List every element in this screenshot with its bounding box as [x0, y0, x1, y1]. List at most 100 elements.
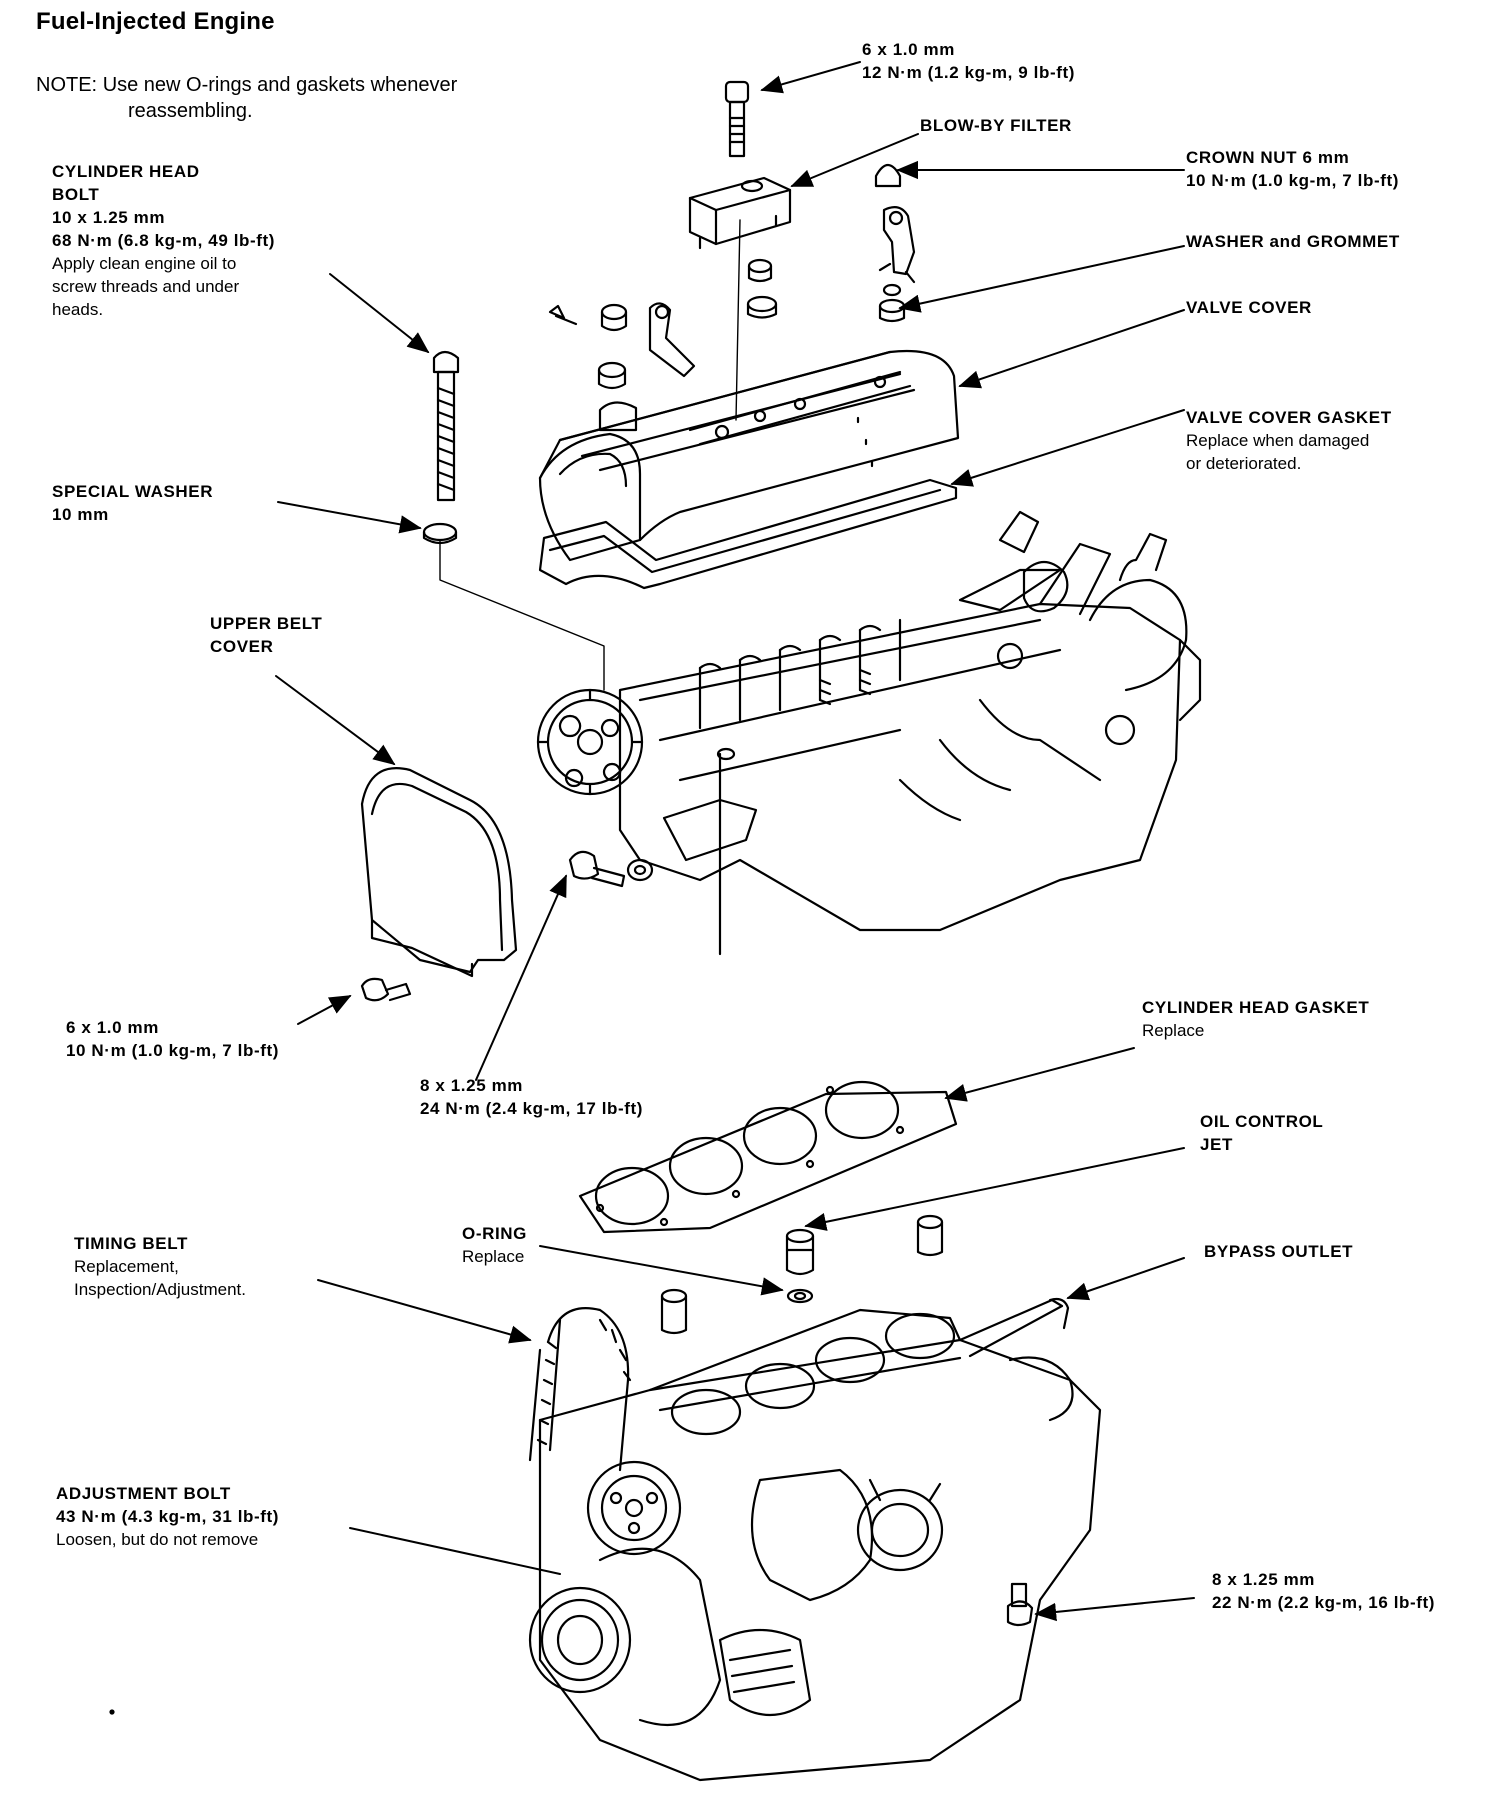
part-name: OIL CONTROL	[1200, 1112, 1324, 1131]
torque: 10 N·m (1.0 kg-m, 7 lb-ft)	[1186, 171, 1400, 190]
arrow-washer-grommet	[898, 245, 1185, 313]
note: NOTE: Use new O-rings and gaskets whenev…	[36, 72, 457, 124]
part-name: TIMING BELT	[74, 1234, 188, 1253]
arrow-valve-cover	[958, 309, 1185, 389]
spec: 8 x 1.25 mm	[1212, 1570, 1315, 1589]
cylinder-head-bolt-part	[432, 350, 460, 502]
part-name: CROWN NUT 6 mm	[1186, 148, 1350, 167]
arrow-belt-cover-bolt	[297, 995, 352, 1025]
note-prefix: NOTE:	[36, 74, 98, 96]
belt-cover-bolt-part	[360, 977, 412, 1002]
note-line: Replace	[462, 1247, 525, 1266]
alignment-line-filter	[735, 219, 741, 421]
part-name: UPPER BELT	[210, 614, 323, 633]
arrow-valve-cover-gasket	[950, 409, 1185, 487]
grommets-left-part	[548, 258, 778, 390]
part-name: CYLINDER HEAD GASKET	[1142, 998, 1370, 1017]
callout-washer-grommet: WASHER and GROMMET	[1186, 230, 1400, 253]
note-line: Inspection/Adjustment.	[74, 1280, 246, 1299]
spec: 10 x 1.25 mm	[52, 208, 166, 227]
callout-special-washer: SPECIAL WASHER 10 mm	[52, 480, 213, 526]
part-name: ADJUSTMENT BOLT	[56, 1484, 231, 1503]
callout-cylinder-head-gasket: CYLINDER HEAD GASKET Replace	[1142, 996, 1369, 1042]
callout-blow-by-filter: BLOW-BY FILTER	[920, 114, 1072, 137]
note-line: Apply clean engine oil to	[52, 254, 237, 273]
note-line1: Use new O-rings and gaskets whenever	[102, 74, 458, 96]
crown-nut-part	[874, 163, 902, 188]
torque: 24 N·m (2.4 kg-m, 17 lb-ft)	[420, 1099, 644, 1118]
part-name: JET	[1200, 1135, 1233, 1154]
valve-cover-bolt-part	[724, 80, 750, 158]
callout-valve-cover: VALVE COVER	[1186, 296, 1312, 319]
arrow-cylinder-head-gasket	[944, 1047, 1135, 1102]
torque: 10 N·m (1.0 kg-m, 7 lb-ft)	[66, 1041, 280, 1060]
dowel-pins-part	[660, 1214, 944, 1335]
spec: 6 x 1.0 mm	[862, 40, 955, 59]
part-name: COVER	[210, 637, 274, 656]
arrow-special-washer	[277, 501, 422, 534]
oil-control-jet-part	[785, 1228, 815, 1276]
o-ring-part	[786, 1288, 814, 1304]
note-line: Replacement,	[74, 1257, 179, 1276]
spec: 8 x 1.25 mm	[420, 1076, 523, 1095]
arrow-head-bolt-8	[475, 874, 567, 1081]
leader-lines	[275, 61, 1195, 1622]
cylinder-head-gasket-part	[578, 1080, 958, 1234]
note-line: Loosen, but do not remove	[56, 1530, 259, 1549]
scan-speck	[109, 1709, 115, 1715]
arrow-valve-cover-bolt	[760, 61, 861, 94]
blow-by-filter-part	[688, 176, 792, 250]
arrow-blow-by-filter	[790, 133, 919, 187]
callout-cylinder-head-bolt: CYLINDER HEAD BOLT 10 x 1.25 mm 68 N·m (…	[52, 160, 275, 321]
callout-valve-cover-gasket: VALVE COVER GASKET Replace when damaged …	[1186, 406, 1392, 475]
part-name: BLOW-BY FILTER	[920, 116, 1072, 135]
callout-upper-belt-cover: UPPER BELT COVER	[210, 612, 322, 658]
alignment-line-washer	[439, 539, 605, 691]
torque: 68 N·m (6.8 kg-m, 49 lb-ft)	[52, 231, 276, 250]
pulley-assembly-part	[528, 1460, 812, 1727]
note-line: heads.	[52, 300, 104, 319]
upper-belt-cover-part	[360, 767, 518, 978]
callout-o-ring: O-RING Replace	[462, 1222, 527, 1268]
part-name: BYPASS OUTLET	[1204, 1242, 1354, 1261]
note-line: screw threads and under	[52, 277, 240, 296]
head-bolt-8-part	[568, 850, 654, 888]
engine-block-part	[528, 1297, 1102, 1782]
torque: 43 N·m (4.3 kg-m, 31 lb-ft)	[56, 1507, 280, 1526]
page-title: Fuel-Injected Engine	[36, 8, 275, 35]
note-line: Replace	[1142, 1021, 1205, 1040]
torque: 22 N·m (2.2 kg-m, 16 lb-ft)	[1212, 1593, 1436, 1612]
part-name: VALVE COVER GASKET	[1186, 408, 1392, 427]
arrow-bypass-outlet	[1066, 1257, 1185, 1301]
arrow-block-bolt	[1034, 1597, 1195, 1622]
note-line: Replace when damaged	[1186, 431, 1370, 450]
part-name: CYLINDER HEAD	[52, 162, 200, 181]
note-line2: reassembling.	[128, 100, 253, 122]
callout-crown-nut: CROWN NUT 6 mm 10 N·m (1.0 kg-m, 7 lb-ft…	[1186, 146, 1399, 192]
part-name: WASHER and GROMMET	[1186, 232, 1400, 251]
block-bolt-part	[1006, 1582, 1034, 1627]
callout-valve-cover-bolt: 6 x 1.0 mm 12 N·m (1.2 kg-m, 9 lb-ft)	[862, 38, 1075, 84]
valve-cover-part	[538, 350, 960, 562]
part-name: BOLT	[52, 185, 100, 204]
part-name: VALVE COVER	[1186, 298, 1312, 317]
callout-adjustment-bolt: ADJUSTMENT BOLT 43 N·m (4.3 kg-m, 31 lb-…	[56, 1482, 279, 1551]
leader-adjustment-bolt	[349, 1527, 561, 1575]
arrow-cylinder-head-bolt	[329, 273, 430, 354]
note-line: or deteriorated.	[1186, 454, 1302, 473]
callout-timing-belt: TIMING BELT Replacement, Inspection/Adju…	[74, 1232, 246, 1301]
arrow-timing-belt	[317, 1279, 532, 1344]
bracket-right-part	[878, 205, 916, 284]
callout-belt-cover-bolt: 6 x 1.0 mm 10 N·m (1.0 kg-m, 7 lb-ft)	[66, 1016, 279, 1062]
torque: 12 N·m (1.2 kg-m, 9 lb-ft)	[862, 63, 1076, 82]
callout-bypass-outlet: BYPASS OUTLET	[1204, 1240, 1353, 1263]
arrow-o-ring	[539, 1245, 784, 1296]
part-name: SPECIAL WASHER	[52, 482, 214, 501]
arrow-upper-belt-cover	[275, 675, 396, 766]
spec: 10 mm	[52, 505, 109, 524]
part-name: O-RING	[462, 1224, 527, 1243]
valve-cover-gasket-part	[538, 478, 958, 590]
callout-block-bolt: 8 x 1.25 mm 22 N·m (2.2 kg-m, 16 lb-ft)	[1212, 1568, 1435, 1614]
